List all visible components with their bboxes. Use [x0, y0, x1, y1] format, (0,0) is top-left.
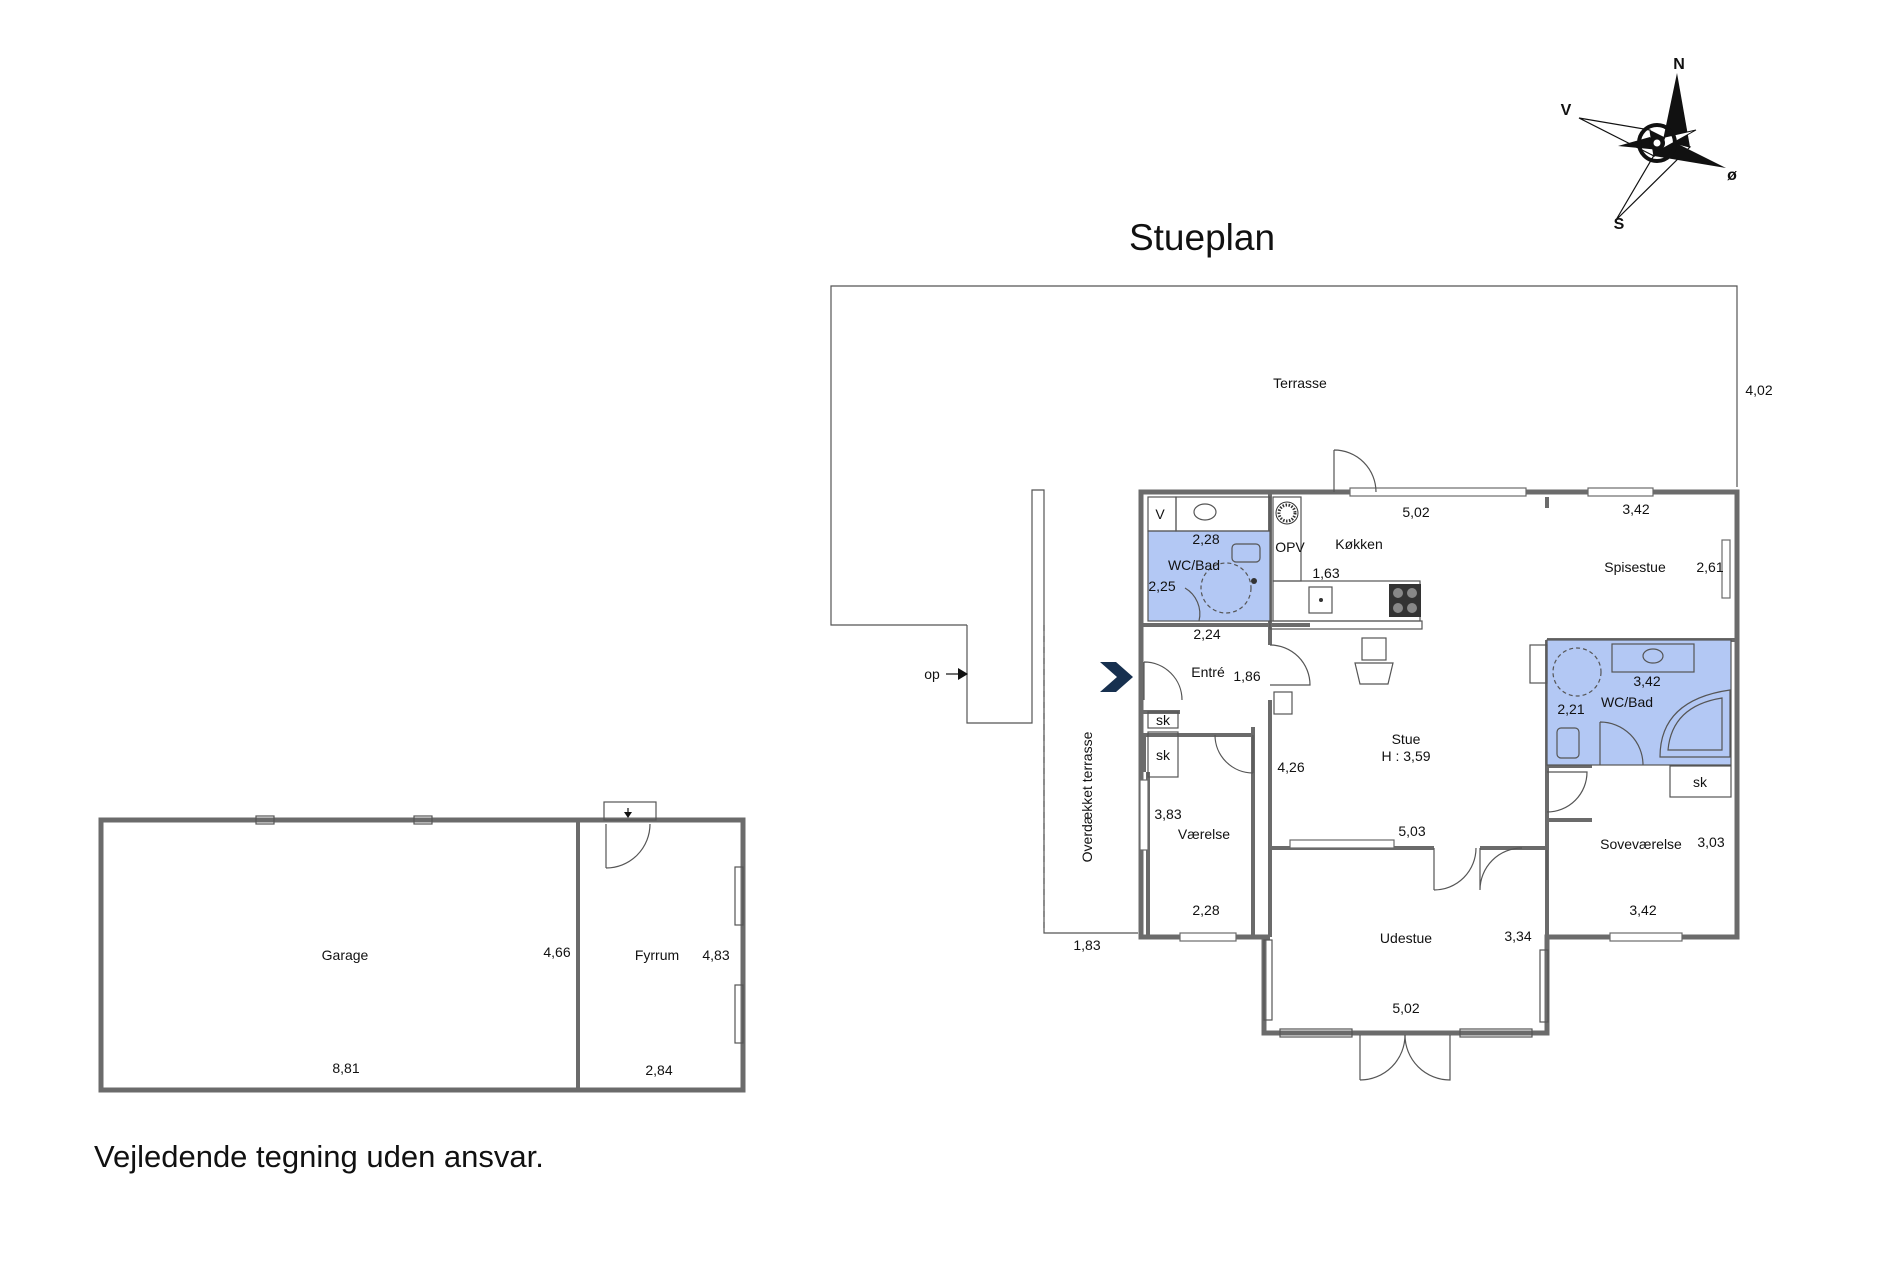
garage-outer-wall [98, 817, 746, 1093]
room-label-sovevaerelse: Soveværelse [1600, 836, 1682, 852]
page-title: Stueplan [1129, 217, 1275, 258]
kitchen-fixtures [1269, 496, 1423, 685]
dim-overdaekket: 1,83 [1073, 937, 1100, 953]
room-label-terrasse: Terrasse [1273, 375, 1327, 391]
entrance-arrow-icon [1100, 662, 1133, 692]
dim-spise-side: 2,61 [1696, 559, 1723, 575]
compass-south: S [1614, 216, 1625, 233]
room-label-stue: Stue [1392, 731, 1421, 747]
dim-wc1-bottom: 2,24 [1193, 626, 1220, 642]
terrasse-outline [830, 285, 1738, 626]
wc-bad-2-floor [1546, 639, 1732, 766]
disclaimer: Vejledende tegning uden ansvar. [94, 1139, 544, 1174]
room-label-garage: Garage [322, 947, 369, 963]
svg-text:op: op [924, 666, 940, 682]
dim-udestue-side: 3,34 [1504, 928, 1531, 944]
dim-wc2-side: 2,21 [1557, 701, 1584, 717]
room-label-overdaekket-terrasse: Overdækket terrasse [1079, 731, 1095, 862]
compass-west: V [1561, 102, 1572, 119]
dim-stue-side: 4,26 [1277, 759, 1304, 775]
stair-up-arrow-icon: op [924, 666, 968, 682]
dim-kokken-top: 5,02 [1402, 504, 1429, 520]
closet-label-sk-1: sk [1156, 712, 1171, 728]
room-label-fyrrum: Fyrrum [635, 947, 679, 963]
dim-fyrrum-bottom: 2,84 [645, 1062, 672, 1078]
dim-kokken-1: 1,63 [1312, 565, 1339, 581]
room-height-stue: H : 3,59 [1381, 748, 1430, 764]
dim-wc2-top: 3,42 [1633, 673, 1660, 689]
dim-wc1-side: 2,25 [1148, 578, 1175, 594]
dim-spise-top: 3,42 [1622, 501, 1649, 517]
closet-label-sk-2: sk [1156, 747, 1171, 763]
closet-label-sk-3: sk [1693, 774, 1708, 790]
dim-sove-side: 3,03 [1697, 834, 1724, 850]
dim-garage-bottom: 8,81 [332, 1060, 359, 1076]
compass-north: N [1673, 56, 1685, 73]
compass-east: ø [1727, 167, 1737, 184]
dim-wc1-top: 2,28 [1192, 531, 1219, 547]
dim-stue-bottom: 5,03 [1398, 823, 1425, 839]
room-label-opv: OPV [1275, 539, 1305, 555]
room-label-spisestue: Spisestue [1604, 559, 1666, 575]
dim-sove-bottom: 3,42 [1629, 902, 1656, 918]
compass-icon: N S ø V [1561, 56, 1737, 233]
dim-garage-side: 4,66 [543, 944, 570, 960]
dim-fyrrum-side: 4,83 [702, 947, 729, 963]
dim-vaer-side: 3,83 [1154, 806, 1181, 822]
room-label-entre: Entré [1191, 664, 1225, 680]
room-label-udestue: Udestue [1380, 930, 1432, 946]
dim-vaer-bottom: 2,28 [1192, 902, 1219, 918]
room-label-wc-bad-2: WC/Bad [1601, 694, 1653, 710]
dim-udestue-bottom: 5,02 [1392, 1000, 1419, 1016]
dim-terrasse: 4,02 [1745, 382, 1772, 398]
dim-entre-side: 1,86 [1233, 668, 1260, 684]
room-label-v: V [1155, 506, 1165, 522]
udestue-wall [1261, 934, 1550, 1036]
room-label-vaerelse: Værelse [1178, 826, 1230, 842]
room-label-wc-bad-1: WC/Bad [1168, 557, 1220, 573]
room-label-kokken: Køkken [1335, 536, 1382, 552]
